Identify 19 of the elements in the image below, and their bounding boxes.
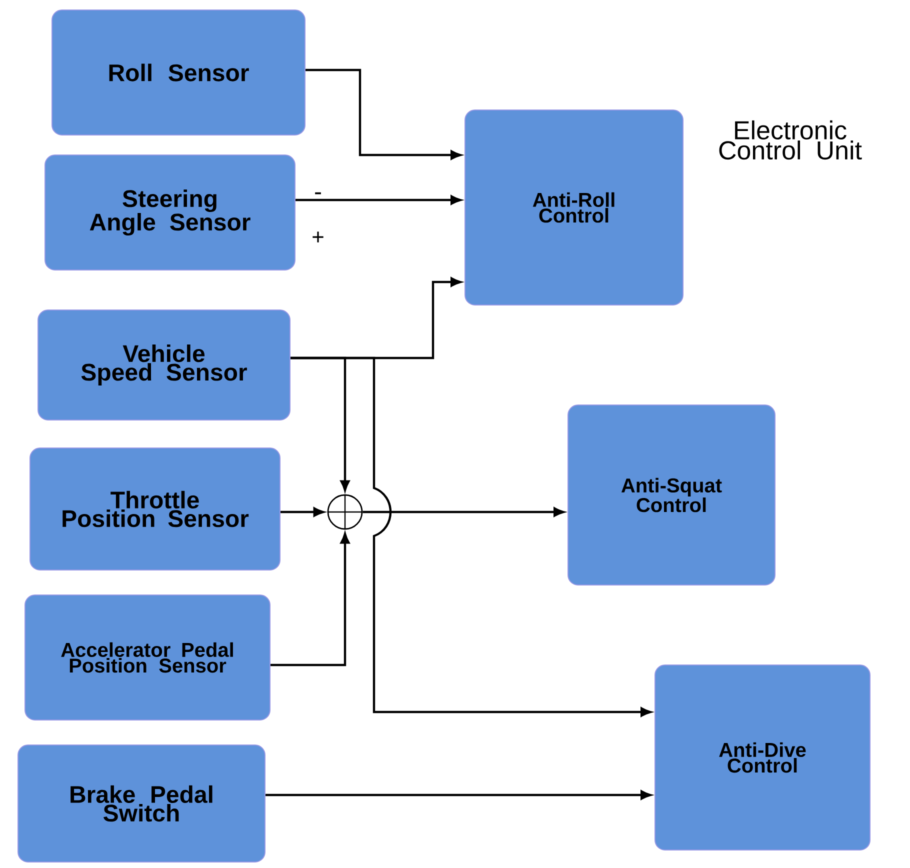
control-box: Brake Pedal Switch	[18, 744, 266, 862]
arrow	[362, 507, 564, 517]
control-box: Anti-Dive Control	[654, 664, 870, 851]
arrow	[296, 195, 462, 205]
arrow	[270, 532, 350, 666]
arrow	[266, 790, 652, 800]
control-box: Roll Sensor	[52, 10, 306, 136]
sign-label: -	[315, 192, 321, 194]
control-box: Throttle Position Sensor	[30, 448, 280, 570]
arrow	[290, 356, 652, 717]
title-text: Electronic Control Unit	[719, 120, 862, 160]
summing-junction	[327, 494, 363, 530]
control-box: Steering Angle Sensor	[44, 154, 296, 270]
arrow	[280, 507, 324, 517]
control-box: Anti-Roll Control	[464, 110, 684, 306]
control-box: Accelerator Pedal Position Sensor	[24, 594, 270, 720]
control-box: Vehicle Speed Sensor	[38, 310, 290, 420]
control-box: Anti-Squat Control	[568, 404, 776, 586]
arrow	[306, 68, 462, 160]
